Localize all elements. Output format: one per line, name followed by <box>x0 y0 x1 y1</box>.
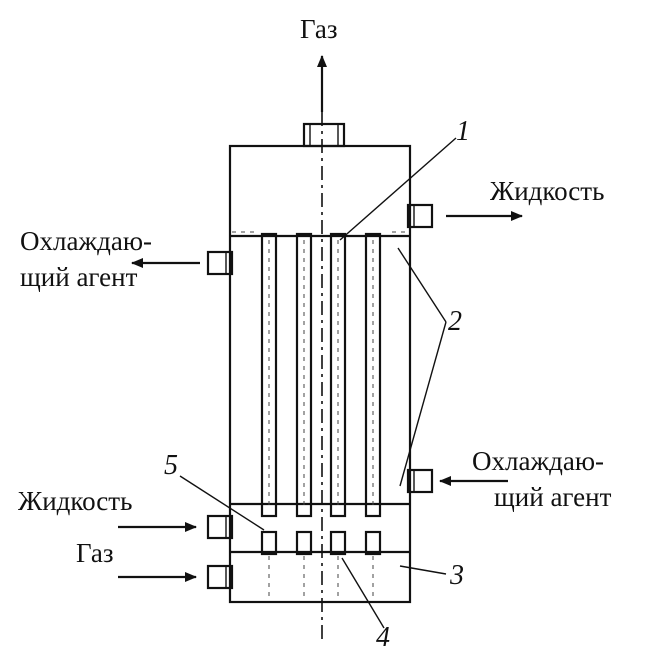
liquid-inlet-nozzle <box>206 514 234 540</box>
gas-branch-pipes <box>260 530 382 598</box>
coolant-in-label-line1: Охлаждаю- <box>472 446 604 476</box>
liquid-out-label: Жидкость <box>490 176 604 206</box>
coolant-inlet-nozzle <box>406 468 434 494</box>
callout-5: 5 <box>164 450 178 481</box>
gas-top-label: Газ <box>300 14 338 44</box>
callout-leaders <box>179 137 457 629</box>
tube-1 <box>260 232 278 518</box>
coolant-outlet-nozzle <box>206 250 234 276</box>
gas-in-label: Газ <box>76 538 114 568</box>
coolant-out-label-line1: Охлаждаю- <box>20 226 152 256</box>
callout-4: 4 <box>376 622 390 653</box>
tube-2 <box>295 232 313 518</box>
coolant-in-label-line2: щий агент <box>494 482 612 512</box>
tube-bundle <box>260 232 382 518</box>
liquid-outlet-nozzle <box>406 203 434 229</box>
callout-1: 1 <box>456 116 470 147</box>
coolant-out-label-line2: щий агент <box>20 262 138 292</box>
vessel-shell <box>228 144 412 604</box>
callout-3: 3 <box>449 560 464 591</box>
liquid-in-label: Жидкость <box>18 486 132 516</box>
tube-3 <box>329 232 347 518</box>
gas-outlet-nozzle <box>302 122 346 148</box>
tube-4 <box>364 232 382 518</box>
gas-inlet-nozzle <box>206 564 234 590</box>
callout-2: 2 <box>448 306 462 337</box>
